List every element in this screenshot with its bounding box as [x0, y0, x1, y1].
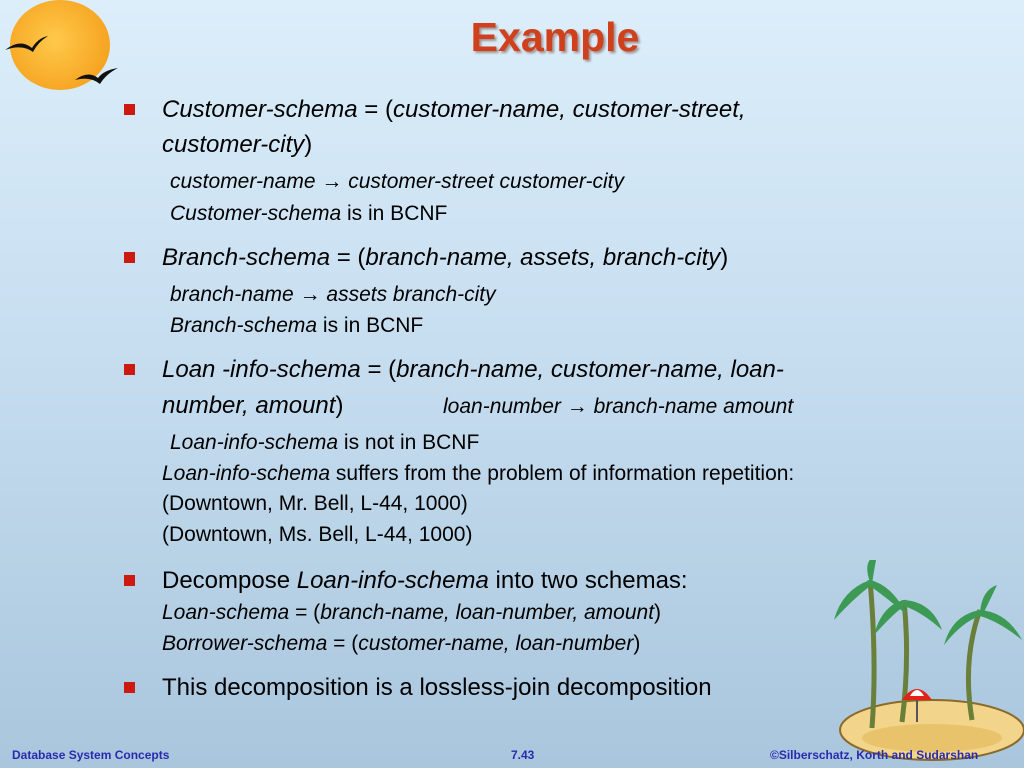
bullet-marker — [124, 104, 135, 115]
b1-line1: Customer-schema = (customer-name, custom… — [162, 96, 746, 123]
bullet-marker — [124, 364, 135, 375]
b1-bcnf: Customer-schema is in BCNF — [170, 202, 448, 225]
footer-left: Database System Concepts — [12, 748, 170, 762]
b3-bcnf: Loan-info-schema is not in BCNF — [170, 431, 480, 454]
b4-borrower-schema: Borrower-schema = (customer-name, loan-n… — [162, 632, 641, 655]
b3-tuple1: (Downtown, Mr. Bell, L-44, 1000) — [162, 492, 468, 515]
b3-repetition: Loan-info-schema suffers from the proble… — [162, 462, 795, 485]
slide-title: Example — [470, 14, 640, 60]
b1-fd: customer-name → customer-street customer… — [170, 170, 624, 193]
b5-line1: This decomposition is a lossless-join de… — [162, 674, 712, 701]
b2-bcnf: Branch-schema is in BCNF — [170, 314, 424, 337]
b2-fd: branch-name → assets branch-city — [170, 283, 496, 306]
b4-line1: Decompose Loan-info-schema into two sche… — [162, 567, 688, 594]
bullet-marker — [124, 252, 135, 263]
b3-fd: loan-number → branch-name amount — [443, 395, 794, 418]
b4-loan-schema: Loan-schema = (branch-name, loan-number,… — [162, 601, 662, 624]
b3-line2: number, amount) — [162, 392, 344, 419]
bullet-marker — [124, 575, 135, 586]
island-palm-icon — [834, 560, 1024, 761]
bullet-marker — [124, 682, 135, 693]
birds-icon — [5, 36, 118, 84]
slide-content: Customer-schema = (customer-name, custom… — [124, 96, 795, 701]
b3-line1: Loan -info-schema = (branch-name, custom… — [162, 356, 784, 383]
b3-tuple2: (Downtown, Ms. Bell, L-44, 1000) — [162, 523, 473, 546]
b1-line2: customer-city) — [162, 131, 313, 158]
footer-right: ©Silberschatz, Korth and Sudarshan — [770, 748, 979, 762]
b2-line1: Branch-schema = (branch-name, assets, br… — [162, 244, 729, 271]
footer-center: 7.43 — [511, 748, 535, 762]
